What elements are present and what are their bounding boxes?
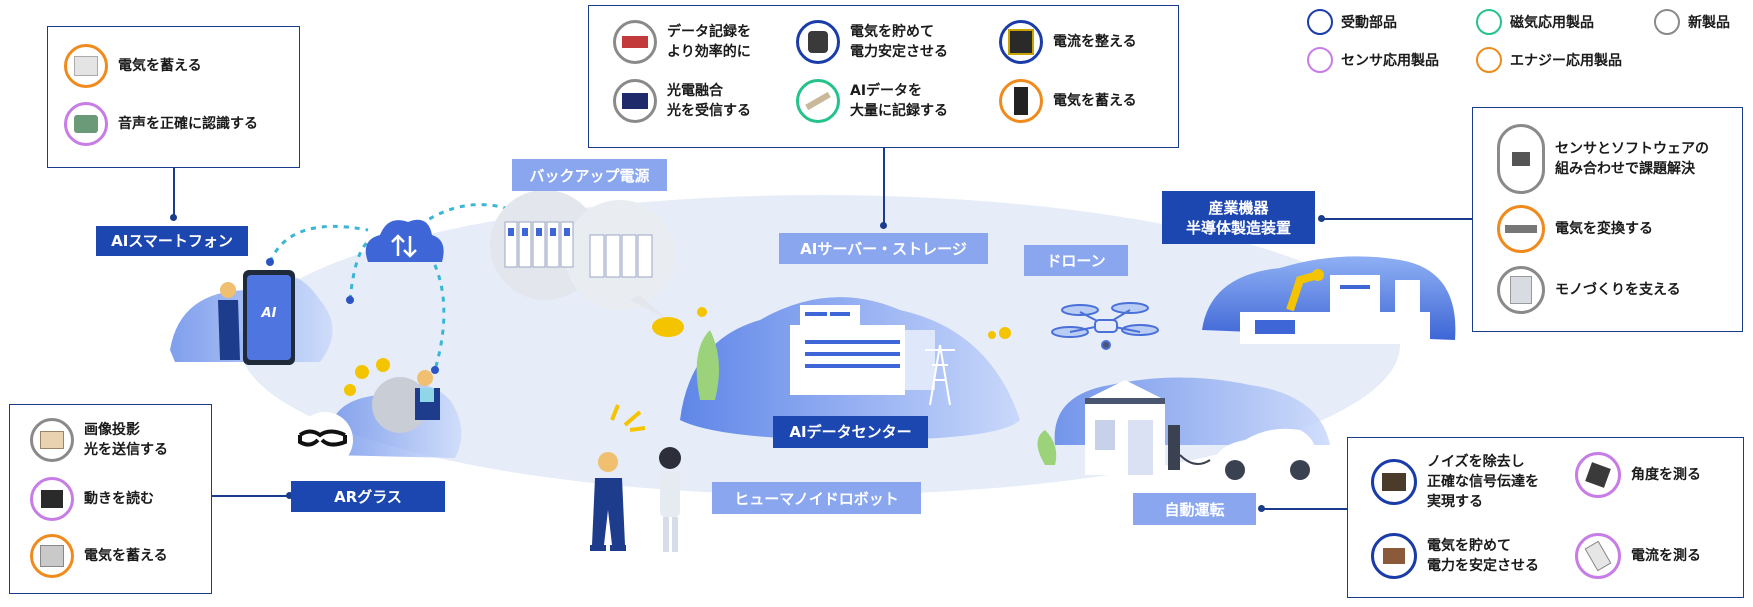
autonomous-products-box: ノイズを除去し 正確な信号伝達を 実現する 角度を測る 電気を貯めて 電力を安定… xyxy=(1347,437,1744,598)
battery-icon xyxy=(64,44,108,88)
product-item: 電流を整える xyxy=(999,20,1137,64)
label-humanoid-robot: ヒューマノイドロボット xyxy=(712,482,921,514)
legend-item-new: 新製品 xyxy=(1654,9,1730,35)
dashed-arc-phone-cloud xyxy=(268,224,369,263)
product-item: 電流を測る xyxy=(1575,533,1701,579)
house-car-illustration xyxy=(1085,380,1319,480)
capacitor-icon xyxy=(1371,533,1417,579)
label-ar-glass: ARグラス xyxy=(291,481,445,512)
noise-filter-icon xyxy=(1371,459,1417,505)
microphone-sensor-icon xyxy=(64,102,108,146)
product-item: AIデータを 大量に記録する xyxy=(796,79,948,123)
product-item: 音声を正確に認識する xyxy=(64,102,258,146)
cloud-icon xyxy=(365,219,444,262)
manufacturing-equipment-icon xyxy=(1497,266,1545,314)
legend-item-sensor: センサ応用製品 xyxy=(1307,47,1439,73)
label-ai-smartphone: AIスマートフォン xyxy=(96,226,248,256)
legend-ring-icon xyxy=(1307,9,1333,35)
product-item: 電気を変換する xyxy=(1497,205,1653,253)
server-products-box: データ記録を より効率的に 電気を貯めて 電力安定させる 電流を整える 光電融合… xyxy=(588,5,1179,148)
label-backup-power: バックアップ電源 xyxy=(512,159,667,191)
product-item: モノづくりを支える xyxy=(1497,266,1681,314)
smartphone-illustration xyxy=(218,270,295,365)
product-item: 動きを読む xyxy=(30,477,154,521)
datacenter-building xyxy=(790,305,955,406)
product-item: データ記録を より効率的に xyxy=(613,20,751,64)
label-autonomous-driving: 自動運転 xyxy=(1133,493,1256,525)
battery-icon xyxy=(30,534,74,578)
product-item: ノイズを除去し 正確な信号伝達を 実現する xyxy=(1371,452,1539,512)
current-sensor-icon xyxy=(1575,533,1621,579)
hdd-head-icon xyxy=(796,79,840,123)
optical-receiver-icon xyxy=(613,79,657,123)
smartphone-products-box: 電気を蓄える 音声を正確に認識する xyxy=(47,26,300,168)
label-ai-server-storage: AIサーバー・ストレージ xyxy=(779,233,988,264)
motion-sensor-icon xyxy=(30,477,74,521)
legend-item-passive: 受動部品 xyxy=(1307,9,1397,35)
legend-item-energy: エナジー応用製品 xyxy=(1476,47,1622,73)
product-item: 電気を蓄える xyxy=(30,534,168,578)
ar-person-illustration xyxy=(297,358,440,468)
label-ai-datacenter: AIデータセンター xyxy=(773,416,928,448)
label-drone: ドローン xyxy=(1024,245,1128,276)
factory-illustration xyxy=(1240,269,1430,344)
legend-ring-icon xyxy=(1654,9,1680,35)
product-item: 電気を貯めて 電力を安定させる xyxy=(1371,533,1539,579)
legend-ring-icon xyxy=(1476,9,1502,35)
inductor-icon xyxy=(999,20,1043,64)
angle-sensor-icon xyxy=(1575,452,1621,498)
robot-figure xyxy=(659,447,681,552)
label-industrial-equipment: 産業機器 半導体製造装置 xyxy=(1162,191,1315,244)
battery-icon xyxy=(999,79,1043,123)
projector-icon xyxy=(30,418,74,462)
dashed-arc-cloud-ar xyxy=(428,254,446,371)
product-item: 電気を蓄える xyxy=(64,44,202,88)
product-item: 光電融合 光を受信する xyxy=(613,79,751,123)
legend-ring-icon xyxy=(1307,47,1333,73)
sensor-software-icon xyxy=(1497,124,1545,194)
capacitor-icon xyxy=(796,20,840,64)
power-converter-icon xyxy=(1497,205,1545,253)
legend-ring-icon xyxy=(1476,47,1502,73)
storage-head-icon xyxy=(613,20,657,64)
product-item: 角度を測る xyxy=(1575,452,1701,498)
backup-power-bubble xyxy=(490,190,675,320)
product-item: 画像投影 光を送信する xyxy=(30,418,168,462)
product-item: 電気を蓄える xyxy=(999,79,1137,123)
legend-item-magnetic: 磁気応用製品 xyxy=(1476,9,1594,35)
drone-illustration xyxy=(1051,302,1159,350)
ar-products-box: 画像投影 光を送信する 動きを読む 電気を蓄える xyxy=(9,404,212,594)
dashed-arc-cloud-backup xyxy=(419,203,526,227)
industrial-products-box: センサとソフトウェアの 組み合わせで課題解決 電気を変換する モノづくりを支える xyxy=(1472,107,1743,332)
product-item: センサとソフトウェアの 組み合わせで課題解決 xyxy=(1497,124,1709,194)
human-figure xyxy=(590,452,626,551)
phone-screen-text: AI xyxy=(261,306,277,321)
product-item: 電気を貯めて 電力安定させる xyxy=(796,20,948,64)
